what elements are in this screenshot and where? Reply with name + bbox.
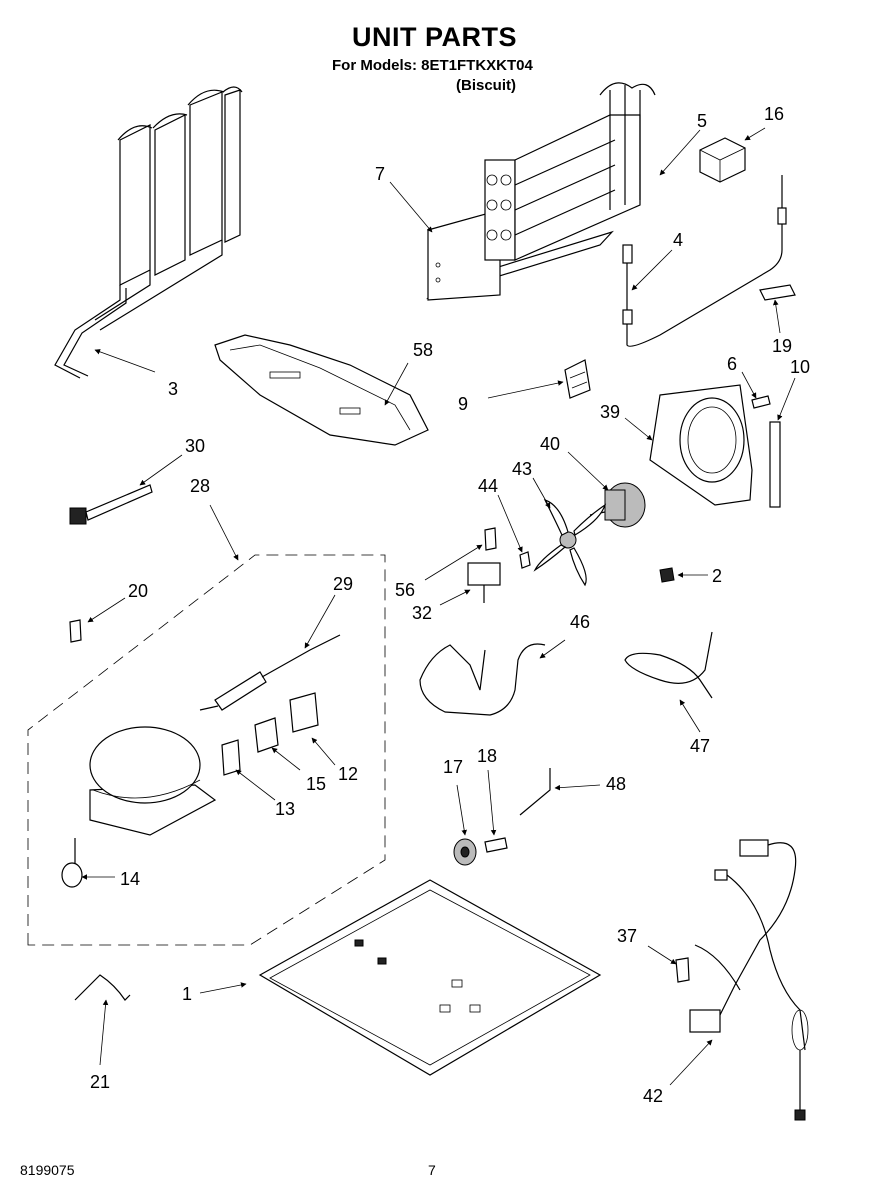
part-56-screw — [484, 527, 497, 551]
callout-29: 29 — [333, 574, 353, 594]
callout-18: 18 — [477, 746, 497, 766]
callout-9: 9 — [458, 394, 468, 414]
callout-32: 32 — [412, 603, 432, 623]
leader-lines — [81, 127, 796, 1086]
exploded-parts-diagram: 3 7 5 16 4 19 58 9 6 10 39 40 43 44 56 3… — [27, 82, 810, 1121]
callout-48: 48 — [606, 774, 626, 794]
part-15-overload — [254, 717, 279, 753]
part-20-screw — [69, 619, 82, 643]
part-12-relay-cover — [289, 692, 319, 733]
callout-44: 44 — [478, 476, 498, 496]
callout-42: 42 — [643, 1086, 663, 1106]
callout-16: 16 — [764, 104, 784, 124]
part-44-clip — [519, 551, 531, 569]
callout-12: 12 — [338, 764, 358, 784]
callout-58: 58 — [413, 340, 433, 360]
part-40-fan-motor — [589, 482, 646, 528]
callout-2: 2 — [712, 566, 722, 586]
part-30-cable-tie — [69, 484, 153, 525]
callout-labels: 3 7 5 16 4 19 58 9 6 10 39 40 43 44 56 3… — [90, 104, 810, 1106]
callout-7: 7 — [375, 164, 385, 184]
part-39-fan-shroud — [649, 384, 753, 506]
callout-21: 21 — [90, 1072, 110, 1092]
callout-19: 19 — [772, 336, 792, 356]
part-37-screw — [675, 957, 690, 983]
part-14-grommet — [61, 862, 83, 888]
part-21-spring — [74, 974, 131, 1001]
part-10-strip — [769, 421, 781, 508]
part-29-drier — [199, 634, 341, 711]
callout-10: 10 — [790, 357, 810, 377]
color-line: (Biscuit) — [456, 77, 516, 94]
part-4-sensor-wire — [626, 175, 783, 347]
part-46-tube — [419, 643, 546, 716]
callout-39: 39 — [600, 402, 620, 422]
callout-56: 56 — [395, 580, 415, 600]
part-2-clip — [659, 567, 675, 583]
part-47-tube — [624, 631, 713, 699]
callout-17: 17 — [443, 757, 463, 777]
part-13-relay — [221, 739, 241, 776]
part-9-bracket — [564, 359, 591, 399]
callout-14: 14 — [120, 869, 140, 889]
callout-20: 20 — [128, 581, 148, 601]
part-43-fan-blade — [533, 498, 607, 587]
callout-28: 28 — [190, 476, 210, 496]
part-19-clip — [759, 284, 796, 301]
callout-46: 46 — [570, 612, 590, 632]
callout-13: 13 — [275, 799, 295, 819]
part-18-bolt — [484, 837, 508, 853]
part-42-wiring-harness — [689, 839, 809, 1121]
callout-4: 4 — [673, 230, 683, 250]
callout-15: 15 — [306, 774, 326, 794]
callout-1: 1 — [182, 984, 192, 1004]
part-32-thermostat — [467, 562, 501, 603]
page-title: UNIT PARTS — [352, 22, 517, 52]
callout-37: 37 — [617, 926, 637, 946]
part-28-compressor-kit-boundary — [27, 554, 386, 946]
condenser-coil — [54, 86, 243, 379]
part-1-base-plate — [258, 879, 602, 1076]
evaporator-assembly — [426, 82, 656, 301]
part-48-pin — [519, 768, 551, 816]
compressor — [74, 726, 217, 880]
page-number: 7 — [428, 1162, 436, 1178]
callout-40: 40 — [540, 434, 560, 454]
callout-3: 3 — [168, 379, 178, 399]
part-16-cover — [699, 137, 746, 183]
callout-47: 47 — [690, 736, 710, 756]
callout-43: 43 — [512, 459, 532, 479]
part-6-screw — [751, 395, 771, 409]
models-line: For Models: 8ET1FTKXKT04 — [332, 57, 533, 74]
document-number: 8199075 — [20, 1162, 75, 1178]
callout-6: 6 — [727, 354, 737, 374]
part-58-drain-tray — [214, 334, 429, 446]
callout-5: 5 — [697, 111, 707, 131]
callout-30: 30 — [185, 436, 205, 456]
